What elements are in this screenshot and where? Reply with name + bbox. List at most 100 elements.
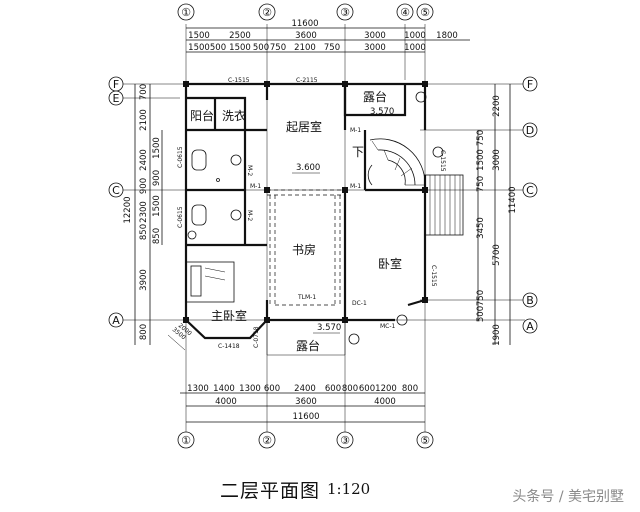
dim-top-r2-8: 1000 [404,43,426,53]
room-study: 书房 [292,242,316,257]
room-labels: 阳台 洗衣 起居室 露台 书房 卧室 主卧室 露台 下 [190,89,402,353]
dim-bot-total: 11600 [292,412,319,422]
dim-bot-r2-0: 4000 [215,397,237,407]
dim-bot-r2-1: 3600 [295,397,317,407]
tag-w-left1: C-0615 [177,146,184,168]
dim-right-i2: 750 [476,176,486,192]
bottom-axis-markers: ① ② ③ ⑤ [177,431,434,449]
dim-right-o2: 5700 [492,244,502,266]
dim-right-o0: 2200 [492,95,502,117]
dim-bot-r1-8: 1200 [375,384,397,394]
dim-top-r2-6: 750 [324,43,340,53]
dim-left-o2: 2400 [139,149,149,171]
axis-left-E: E [113,92,120,105]
dim-top-r2-1: 500 [210,43,226,53]
dim-right-i4: 750 [476,290,486,306]
right-axis-markers: F D C B A [522,76,538,334]
top-dimensions: 11600 1500 2500 3600 3000 1000 1800 1500… [186,19,470,53]
dim-top-r2-2: 1500 [229,43,251,53]
dim-right-i0: 750 [476,130,486,146]
tag-door-m1b: M-1 [250,183,261,190]
tag-door-m1c: M-1 [350,183,361,190]
tag-door-m2a: M-2 [246,165,253,176]
dim-top-r2-5: 2100 [294,43,316,53]
axis-top-1: ① [181,6,191,19]
tag-door-study: TLM-1 [297,294,316,301]
dim-left-i3: 850 [152,228,162,244]
dim-top-r2-3: 500 [253,43,269,53]
tag-w-left2: C-0615 [177,206,184,228]
axis-top-5: ⑤ [420,6,430,19]
axis-top-3: ③ [340,6,350,19]
dim-top-r1-0: 1500 [188,31,210,41]
dim-top-r1-5: 1800 [436,31,458,41]
partitions [267,189,345,306]
tag-w-top-mid: C-2115 [296,77,318,84]
dim-right-o1: 3000 [492,149,502,171]
axis-bot-2: ② [262,434,272,447]
dim-bot-r2-2: 4000 [374,397,396,407]
dim-bot-r1-5: 600 [325,384,341,394]
tag-w-right: C-1515 [430,265,437,287]
room-laundry: 洗衣 [222,108,246,123]
master-bed [185,261,235,303]
dim-bot-r1-7: 600 [359,384,375,394]
dim-right-i1: 1500 [476,149,486,171]
tag-w-top-left: C-1515 [228,77,250,84]
grid-lines [122,24,525,440]
tag-w-bottom-mid: C-0718 [253,326,260,348]
tag-w-stair: C-1515 [439,150,446,172]
dim-right-i3: 3450 [476,217,486,239]
level-marks: 3.600 3.570 3.570 [292,107,394,334]
dim-bot-r1-2: 1300 [239,384,261,394]
axis-bot-1: ① [181,434,191,447]
dim-top-r2-7: 3000 [364,43,386,53]
level-terrace-top: 3.570 [370,107,394,117]
dim-bot-r1-3: 600 [264,384,280,394]
level-living: 3.600 [296,163,320,173]
dim-left-i2: 1500 [152,195,162,217]
axis-right-F: F [527,78,533,91]
level-terrace-bottom: 3.570 [317,323,341,333]
dim-left-o0: 700 [139,84,149,100]
dim-right-total: 11400 [508,186,518,213]
stair-down-label: 下 [352,145,364,159]
room-master-bedroom: 主卧室 [211,308,247,323]
dim-left-o1: 2100 [139,109,149,131]
right-dimensions: 11400 2200 3000 5700 1900 750 1500 750 3… [476,84,518,346]
axis-right-A: A [526,320,534,333]
bathroom-fixtures [191,149,242,226]
axis-right-C: C [526,184,534,197]
dim-left-o3: 900 [139,178,149,194]
axis-bot-3: ③ [340,434,350,447]
dim-right-i5: 500 [476,306,486,322]
dim-left-o6: 3900 [139,269,149,291]
dim-top-r2-0: 1500 [188,43,210,53]
axis-left-A: A [112,314,120,327]
external-steps [424,174,464,236]
spiral-stair [367,138,444,186]
axis-bot-5: ⑤ [420,434,430,447]
dim-bot-r1-9: 800 [402,384,418,394]
dim-left-o4: 2300 [139,201,149,223]
axis-top-4: ④ [400,6,410,19]
dim-left-total: 12200 [123,196,133,223]
tag-door-m1a: M-1 [350,127,361,134]
dim-bot-r1-6: 800 [342,384,358,394]
dim-left-i1: 900 [152,170,162,186]
drawing-scale: 1:120 [327,480,371,498]
room-balcony-small: 阳台 [190,108,214,123]
dim-top-total: 11600 [291,19,318,29]
tag-door-bed: MC-1 [380,323,396,330]
room-living: 起居室 [286,119,322,134]
room-terrace-top: 露台 [363,89,387,104]
tag-w-bottom-left: C-1418 [218,343,240,350]
watermark: 头条号 / 美宅别墅 [512,489,624,505]
dim-left-i0: 1500 [152,137,162,159]
dim-top-r2-4: 750 [270,43,286,53]
dim-bot-r1-0: 1300 [187,384,209,394]
axis-left-F: F [113,78,119,91]
dim-top-r1-2: 3600 [295,31,317,41]
dim-bot-r1-4: 2400 [294,384,316,394]
